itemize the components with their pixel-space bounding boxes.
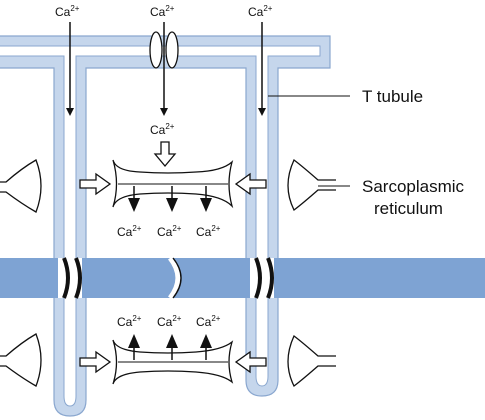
ca-label-above-sr: Ca2+ <box>150 122 175 137</box>
band-center-line <box>172 257 182 299</box>
sr-upper-release-arrows <box>128 186 212 212</box>
lumen-right <box>256 56 268 386</box>
ca-label-release-1: Ca2+ <box>117 224 142 239</box>
hollow-arrow-right-lower <box>234 350 267 374</box>
ca-label-uptake-2: Ca2+ <box>157 314 182 329</box>
ca-label-uptake-1: Ca2+ <box>117 314 142 329</box>
sr-right-upper <box>287 158 336 211</box>
sr-left-lower <box>0 333 42 387</box>
ca-label-top-left: Ca2+ <box>55 4 80 19</box>
ca-label-release-3: Ca2+ <box>196 224 221 239</box>
junction-right-b <box>266 257 274 299</box>
middle-band <box>0 256 485 300</box>
hollow-arrow-left-upper <box>79 172 112 196</box>
sr-left-upper <box>0 159 42 213</box>
surface-ion-channel <box>149 31 179 69</box>
hollow-arrow-left-lower <box>79 350 112 374</box>
ca-label-top-right: Ca2+ <box>248 4 273 19</box>
hollow-arrow-down <box>153 141 177 168</box>
label-t-tubule: T tubule <box>362 87 423 106</box>
sr-side-shapes <box>0 158 336 387</box>
junction-left-b <box>74 257 82 299</box>
hollow-arrow-right-upper <box>234 172 267 196</box>
ca-labels: Ca2+ Ca2+ Ca2+ Ca2+ Ca2+ Ca2+ Ca2+ Ca2+ … <box>55 4 273 329</box>
ca-label-top-center: Ca2+ <box>150 4 175 19</box>
sr-lower-uptake-arrows <box>128 334 212 360</box>
sr-lower <box>112 334 234 385</box>
label-sr-line1: Sarcoplasmic <box>362 177 465 196</box>
ca-label-uptake-3: Ca2+ <box>196 314 221 329</box>
junction-left-a <box>62 257 70 299</box>
ca-label-release-2: Ca2+ <box>157 224 182 239</box>
junction-right-a <box>254 257 262 299</box>
label-sr-line2: reticulum <box>374 199 443 218</box>
sr-upper <box>112 159 234 212</box>
lumen-left <box>64 56 76 406</box>
sr-right-lower <box>287 334 336 387</box>
ca-entry-arrows <box>66 22 266 116</box>
